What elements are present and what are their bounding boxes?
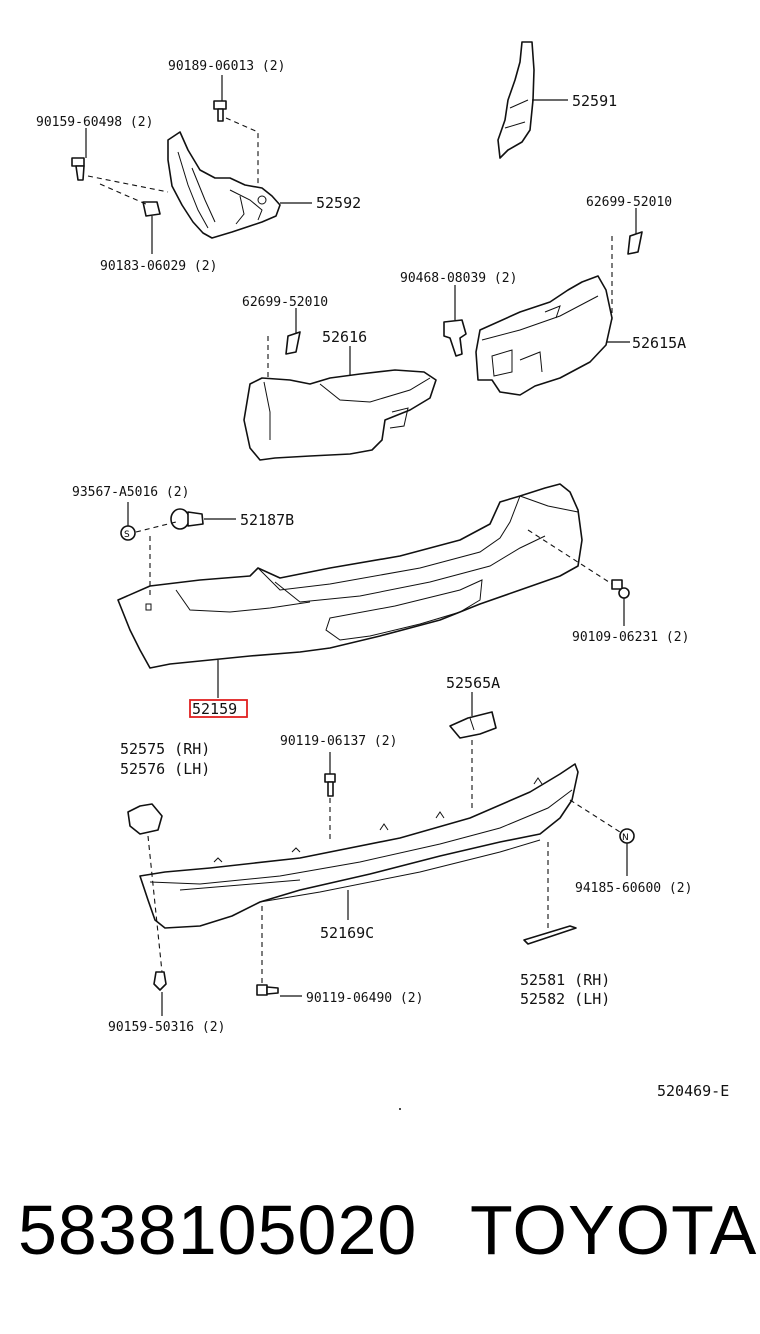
highlight-52159 [189,699,248,718]
label-62699-52010-left: 62699-52010 [242,295,328,310]
label-90468-08039: 90468-08039 (2) [400,271,517,286]
bolt-90119-a [324,773,336,797]
clip-90468 [443,319,467,357]
label-52575-rh: 52575 (RH) [120,740,210,758]
label-90119-06137: 90119-06137 (2) [280,734,397,749]
label-90183-06029: 90183-06029 (2) [100,259,217,274]
clip-52187B [170,508,204,530]
label-52616: 52616 [322,328,367,346]
label-52565A: 52565A [446,674,500,692]
label-94185-60600: 94185-60600 (2) [575,881,692,896]
parts-diagram: 90189-06013 (2) 90159-60498 (2) 90183-06… [36,41,729,1110]
label-62699-52010-right: 62699-52010 [586,195,672,210]
bolt-90189 [213,100,227,122]
label-52581-rh: 52581 (RH) [520,971,610,989]
reinforcement-52169C [139,763,579,929]
clip-62699-left [285,331,301,355]
label-52591: 52591 [572,92,617,110]
seal-52581 [523,925,577,945]
label-90159-50316: 90159-50316 (2) [108,1020,225,1035]
bracket-52565A [449,711,497,739]
spacer-52616 [243,369,437,461]
label-90189-06013: 90189-06013 (2) [168,59,285,74]
clip-62699-right [627,231,643,255]
label-52615A: 52615A [632,334,686,352]
label-52187B: 52187B [240,511,294,529]
label-52582-lh: 52582 (LH) [520,990,610,1008]
footer: 5838105020 TOYOTA [0,1185,760,1295]
washer-93567: S [120,525,136,541]
stray-dot [399,1108,401,1110]
label-90119-06490: 90119-06490 (2) [306,991,423,1006]
label-52592: 52592 [316,194,361,212]
nut-90183 [142,201,161,217]
bolt-90119-b [256,984,279,996]
screw-90159-b [153,971,167,991]
label-52159: 52159 [192,700,237,718]
svg-text:N: N [622,833,629,843]
screw-90109 [611,579,630,599]
label-90109-06231: 90109-06231 (2) [572,630,689,645]
screw-90159-a [71,157,85,181]
bumper-cover-52159 [117,483,583,669]
part-number: 5838105020 [18,1191,418,1269]
label-90159-60498: 90159-60498 (2) [36,115,153,130]
nut-94185: N [619,828,635,844]
spacer-52615A [475,275,613,396]
retainer-52575 [127,803,163,835]
bracket-52591 [497,41,535,159]
label-52576-lh: 52576 (LH) [120,760,210,778]
svg-text:S: S [124,530,130,540]
brand-name: TOYOTA [470,1191,758,1269]
label-52169C: 52169C [320,924,374,942]
label-93567-A5016: 93567-A5016 (2) [72,485,189,500]
diagram-reference-code: 520469-E [657,1082,729,1100]
mudguard-52592 [167,131,281,239]
